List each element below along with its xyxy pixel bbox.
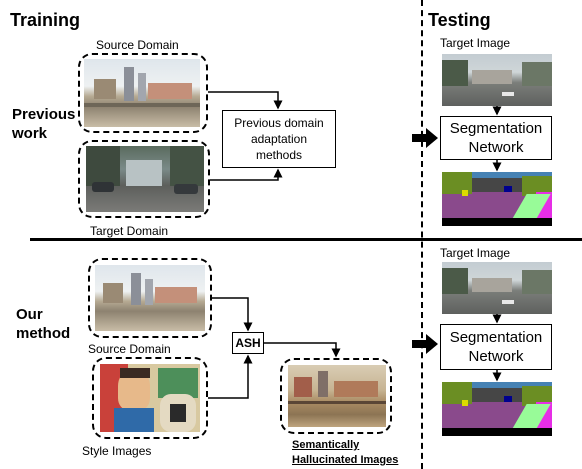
our-source-domain-image <box>95 265 205 331</box>
previous-work-label: Previous work <box>12 106 76 142</box>
source-domain-box <box>78 53 208 133</box>
bottom-target-image <box>442 262 552 314</box>
hallucinated-images-box <box>280 358 392 434</box>
source-domain-label: Source Domain <box>96 38 179 52</box>
top-target-image-label: Target Image <box>440 36 511 50</box>
previous-methods-box: Previous domain adaptation methods <box>222 110 336 168</box>
top-segmentation-output <box>442 172 552 226</box>
training-title: Training <box>10 10 81 30</box>
vertical-divider <box>421 0 423 469</box>
style-image <box>100 364 200 432</box>
bottom-segmentation-network-box: Segmentation Network <box>440 324 552 370</box>
target-domain-image <box>86 146 204 212</box>
our-method-label: Our method <box>16 306 71 342</box>
source-domain-image <box>84 59 200 127</box>
target-domain-label: Target Domain <box>90 224 169 238</box>
testing-title: Testing <box>428 10 491 30</box>
target-domain-box <box>78 140 210 218</box>
top-target-image <box>442 54 552 106</box>
bottom-target-image-label: Target Image <box>440 246 511 260</box>
our-source-domain-label: Source Domain <box>88 342 171 356</box>
horizontal-divider <box>30 238 582 241</box>
our-source-domain-box <box>88 258 212 338</box>
bottom-segmentation-output <box>442 382 552 436</box>
style-images-box <box>92 357 208 439</box>
hallucinated-image <box>288 365 386 427</box>
hallucinated-images-label: Semantically Hallucinated Images <box>292 439 399 466</box>
top-segmentation-network-box: Segmentation Network <box>440 116 552 160</box>
ash-box: ASH <box>232 332 264 354</box>
style-images-label: Style Images <box>82 444 152 458</box>
